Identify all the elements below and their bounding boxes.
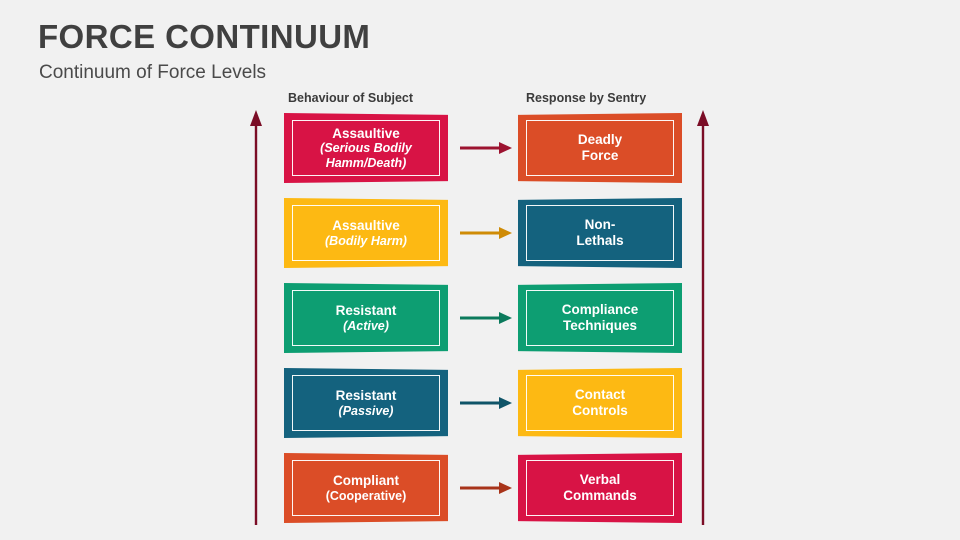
response-primary-text: Verbal bbox=[579, 472, 621, 488]
behaviour-secondary-text: (Active) bbox=[343, 318, 389, 333]
behaviour-primary-text: Assaultive bbox=[332, 125, 400, 141]
page-subtitle: Continuum of Force Levels bbox=[39, 62, 267, 83]
response-box[interactable]: Non-Lethals bbox=[518, 198, 682, 268]
behaviour-primary-text: Resistant bbox=[335, 387, 397, 403]
continuum-row: Assaultive(Bodily Harm) Non-Lethals bbox=[0, 198, 960, 278]
page-title: FORCE CONTINUUM bbox=[38, 18, 371, 55]
connector-arrow-icon bbox=[460, 368, 512, 438]
behaviour-box[interactable]: Resistant(Active) bbox=[284, 283, 448, 353]
connector-arrow-icon bbox=[460, 113, 512, 183]
response-label: Non-Lethals bbox=[566, 217, 633, 248]
column-header-response: Response by Sentry bbox=[526, 91, 647, 105]
connector-arrow-icon bbox=[460, 283, 512, 353]
behaviour-secondary-text: (Bodily Harm) bbox=[325, 233, 407, 248]
behaviour-box[interactable]: Compliant(Cooperative) bbox=[284, 453, 448, 523]
behaviour-box[interactable]: Assaultive(Serious Bodily Hamm/Death) bbox=[284, 113, 448, 183]
response-secondary-text: Controls bbox=[572, 403, 628, 418]
continuum-row: Assaultive(Serious Bodily Hamm/Death) Dea… bbox=[0, 113, 960, 193]
escalation-arrow-right bbox=[695, 110, 711, 530]
response-primary-text: Deadly bbox=[577, 132, 623, 148]
behaviour-secondary-text: (Serious Bodily Hamm/Death) bbox=[320, 141, 412, 170]
behaviour-label: Compliant(Cooperative) bbox=[316, 473, 417, 503]
escalation-arrow-left bbox=[248, 110, 264, 530]
behaviour-box[interactable]: Assaultive(Bodily Harm) bbox=[284, 198, 448, 268]
behaviour-box[interactable]: Resistant(Passive) bbox=[284, 368, 448, 438]
response-secondary-text: Lethals bbox=[576, 233, 624, 248]
connector-arrow-icon bbox=[460, 198, 512, 268]
behaviour-label: Assaultive(Serious Bodily Hamm/Death) bbox=[284, 126, 448, 171]
behaviour-label: Resistant(Active) bbox=[326, 303, 407, 333]
column-header-behaviour: Behaviour of Subject bbox=[288, 91, 414, 105]
response-secondary-text: Commands bbox=[563, 488, 637, 503]
response-secondary-text: Techniques bbox=[562, 318, 637, 333]
response-secondary-text: Force bbox=[581, 148, 619, 163]
behaviour-secondary-text: (Passive) bbox=[338, 403, 394, 418]
behaviour-primary-text: Assaultive bbox=[332, 217, 400, 233]
behaviour-label: Resistant(Passive) bbox=[326, 388, 407, 418]
response-primary-text: Contact bbox=[574, 387, 626, 403]
behaviour-primary-text: Compliant bbox=[332, 472, 399, 488]
response-primary-text: Non- bbox=[584, 217, 616, 233]
response-primary-text: Compliance bbox=[561, 302, 639, 318]
behaviour-primary-text: Resistant bbox=[335, 302, 397, 318]
behaviour-secondary-text: (Cooperative) bbox=[325, 488, 407, 503]
connector-arrow-icon bbox=[460, 453, 512, 523]
behaviour-label: Assaultive(Bodily Harm) bbox=[315, 218, 417, 248]
